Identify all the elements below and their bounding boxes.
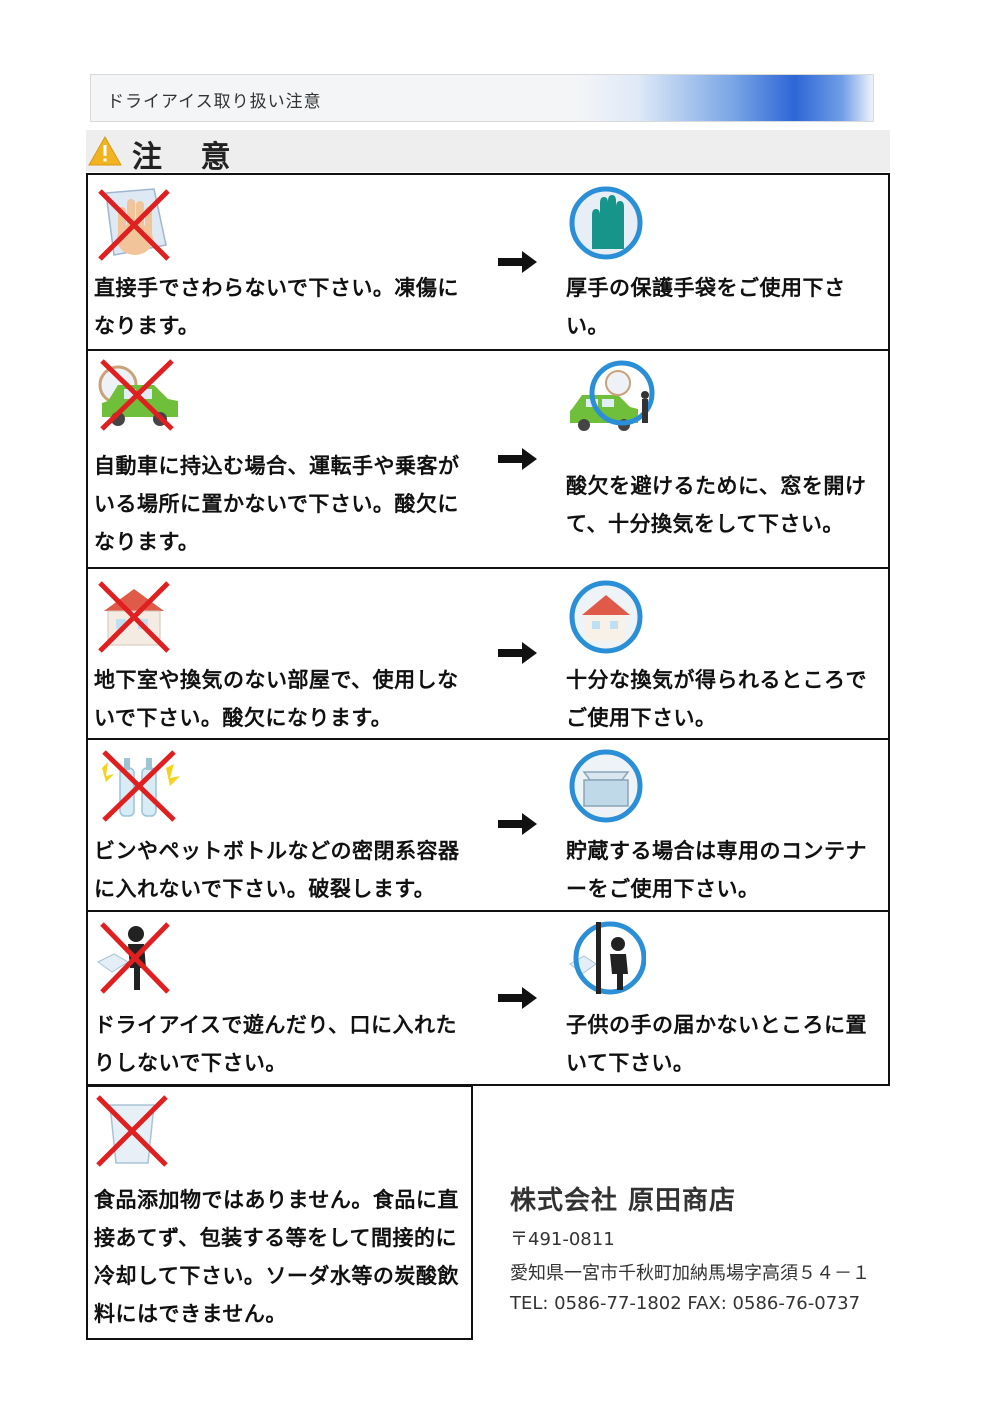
house-ventilation-icon: [569, 580, 643, 654]
header-bar: ドライアイス取り扱い注意: [90, 74, 874, 122]
instruction-text: 十分な換気が得られるところでご使用下さい。: [566, 668, 867, 730]
child-out-of-reach-icon: [569, 921, 646, 995]
header-title: ドライアイス取り扱い注意: [107, 92, 322, 112]
company-name: 株式会社 原田商店: [510, 1186, 737, 1216]
caution-title: 注 意: [132, 140, 245, 175]
container-icon: [569, 749, 643, 823]
prohibition-text: 地下室や換気のない部屋で、使用しないで下さい。酸欠になります。: [94, 668, 459, 730]
food-warning-box: 食品添加物ではありません。食品に直接あてず、包装する等をして間接的に冷却して下さ…: [86, 1085, 473, 1340]
caution-table: 直接手でさわらないで下さい。凍傷になります。 厚手の保護手袋をご使用下さい。 自…: [86, 173, 890, 1086]
prohibition-text: 自動車に持込む場合、運転手や乗客がいる場所に置かないで下さい。酸欠になります。: [94, 454, 460, 554]
table-row: ビンやペットボトルなどの密閉系容器に入れないで下さい。破裂します。 貯蔵する場合…: [88, 740, 888, 912]
no-bottle-icon: [102, 750, 180, 822]
instruction-text: 酸欠を避けるために、窓を開けて、十分換気をして下さい。: [566, 474, 867, 536]
prohibition-text: ドライアイスで遊んだり、口に入れたりしないで下さい。: [94, 1013, 457, 1075]
company-address: 愛知県一宮市千秋町加納馬場字高須５４－１: [510, 1263, 870, 1284]
prohibition-text: 直接手でさわらないで下さい。凍傷になります。: [94, 276, 459, 338]
warning-icon: [88, 136, 122, 166]
no-cup-icon: [96, 1095, 168, 1167]
prohibition-text: ビンやペットボトルなどの密閉系容器に入れないで下さい。破裂します。: [94, 839, 460, 901]
no-child-icon: [97, 922, 170, 994]
caution-band: 注 意: [86, 130, 890, 175]
table-row: ドライアイスで遊んだり、口に入れたりしないで下さい。 子供の手の届かないところに…: [88, 912, 888, 1086]
table-row: 自動車に持込む場合、運転手や乗客がいる場所に置かないで下さい。酸欠になります。 …: [88, 351, 888, 569]
instruction-text: 厚手の保護手袋をご使用下さい。: [566, 276, 846, 338]
instruction-text: 子供の手の届かないところに置いて下さい。: [566, 1013, 867, 1075]
postal-code: 〒491-0811: [510, 1229, 615, 1250]
no-house-icon: [98, 581, 170, 653]
table-row: 直接手でさわらないで下さい。凍傷になります。 厚手の保護手袋をご使用下さい。: [88, 175, 888, 351]
table-row: 地下室や換気のない部屋で、使用しないで下さい。酸欠になります。 十分な換気が得ら…: [88, 569, 888, 740]
arrow-right-icon: [498, 987, 537, 1009]
car-ventilation-icon: [570, 360, 655, 431]
arrow-right-icon: [498, 642, 537, 664]
arrow-right-icon: [498, 448, 537, 470]
glove-icon: [569, 186, 643, 260]
no-car-icon: [98, 359, 178, 431]
instruction-text: 貯蔵する場合は専用のコンテナーをご使用下さい。: [566, 839, 867, 901]
arrow-right-icon: [498, 813, 537, 835]
arrow-right-icon: [498, 251, 537, 273]
company-info: 株式会社 原田商店 〒491-0811 愛知県一宮市千秋町加納馬場字高須５４－１…: [510, 1180, 950, 1314]
company-contact: TEL: 0586-77-1802 FAX: 0586-76-0737: [510, 1293, 861, 1314]
no-hand-icon: [98, 188, 170, 261]
food-warning-text: 食品添加物ではありません。食品に直接あてず、包装する等をして間接的に冷却して下さ…: [94, 1188, 459, 1326]
